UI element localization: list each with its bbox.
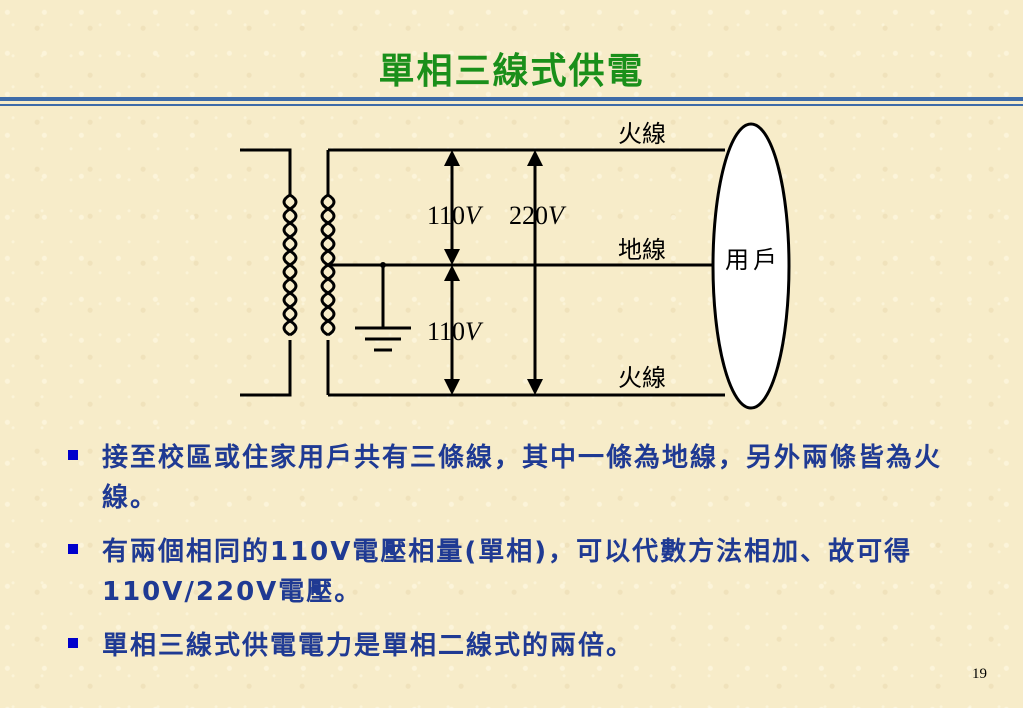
ground-junction (380, 262, 386, 268)
bullet-square-icon (68, 450, 78, 460)
voltage-upper-label: 110V (427, 201, 484, 230)
hot-wire-top-label: 火線 (618, 120, 666, 148)
voltage-total-label: 220V (509, 201, 567, 230)
voltage-lower-label: 110V (427, 317, 484, 346)
primary-lead-top (240, 148, 292, 195)
title-rule-thin (0, 104, 1023, 106)
circuit-diagram: 火線 地線 火線 用戶 110V 220V 110V (240, 120, 791, 410)
ground-wire-label: 地線 (618, 236, 666, 264)
bullet-square-icon (68, 638, 78, 648)
hot-wire-bottom-label: 火線 (618, 364, 666, 392)
arrow-lower-top (444, 265, 460, 281)
arrow-upper-bottom (444, 249, 460, 265)
slide-title: 單相三線式供電 (378, 51, 645, 92)
arrow-lower-bottom (444, 379, 460, 395)
primary-lead-bottom (240, 340, 292, 397)
bullet-square-icon (68, 544, 78, 554)
page-number: 19 (972, 666, 987, 682)
arrow-total-bottom (527, 379, 543, 395)
bullet-item: 接至校區或住家用戶共有三條線，其中一條為地線，另外兩條皆為火線。 (68, 438, 968, 518)
arrow-total-top (527, 150, 543, 166)
title-rule-thick (0, 97, 1023, 101)
arrow-upper-top (444, 150, 460, 166)
user-load (711, 122, 791, 410)
bullet-item: 有兩個相同的110V電壓相量(單相)，可以代數方法相加、故可得110V/220V… (68, 532, 968, 612)
bullet-item: 單相三線式供電電力是單相二線式的兩倍。 (68, 626, 968, 666)
bullet-list: 接至校區或住家用戶共有三條線，其中一條為地線，另外兩條皆為火線。 有兩個相同的1… (68, 438, 968, 680)
primary-coil (282, 193, 298, 337)
